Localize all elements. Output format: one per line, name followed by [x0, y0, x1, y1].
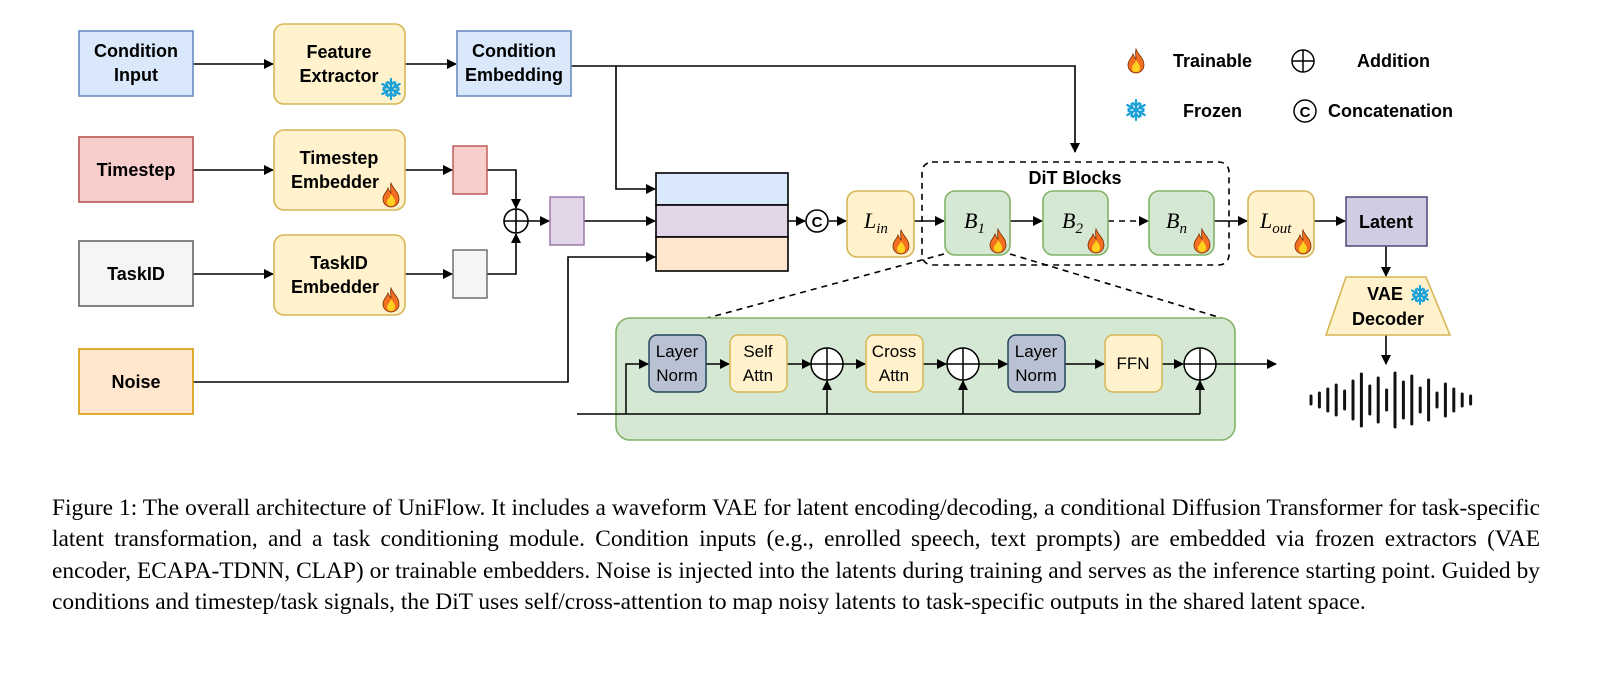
arrow-embedding-to-stack: [615, 66, 656, 194]
svg-text:Embedder: Embedder: [291, 172, 379, 192]
add-node-2: [946, 347, 980, 381]
l-in-box: Lin: [846, 190, 915, 258]
addition-legend-icon: [1291, 49, 1315, 73]
svg-text:FFN: FFN: [1116, 354, 1149, 373]
svg-text:Input: Input: [114, 65, 158, 85]
dit-block-b1: B1: [944, 190, 1011, 256]
svg-text:Trainable: Trainable: [1173, 51, 1252, 71]
svg-text:Self: Self: [743, 342, 773, 361]
add-node-3: [1183, 347, 1217, 381]
connectors: [193, 59, 1391, 383]
arrow-input-to-layernorm1: [625, 359, 649, 414]
concat-node: C: [805, 209, 829, 233]
svg-text:Embedding: Embedding: [465, 65, 563, 85]
dit-block-bn: Bn: [1148, 190, 1215, 256]
detail-connectors: [577, 359, 1277, 415]
self-attn-box: Self Attn: [729, 334, 788, 393]
svg-text:Noise: Noise: [111, 372, 160, 392]
svg-text:Condition: Condition: [472, 41, 556, 61]
summed-token: [549, 196, 585, 246]
svg-text:C: C: [1300, 104, 1311, 121]
arrow-embedding-to-dit: [571, 65, 1080, 153]
vae-decoder-box: VAE Decoder: [1324, 276, 1452, 336]
svg-text:VAE: VAE: [1367, 284, 1403, 304]
architecture-diagram: Condition Input Timestep TaskID Noise Fe…: [78, 23, 1473, 441]
svg-text:Layer: Layer: [1015, 342, 1058, 361]
arrow-taskid-token-to-add: [487, 233, 521, 275]
svg-text:Latent: Latent: [1359, 212, 1413, 232]
svg-text:TaskID: TaskID: [107, 264, 165, 284]
add-node-1: [810, 347, 844, 381]
svg-text:DiT Blocks: DiT Blocks: [1028, 168, 1121, 188]
legend: Trainable Addition Frozen C Concatenatio…: [1124, 48, 1453, 123]
zoom-line-left: [699, 253, 945, 321]
noise-box: Noise: [78, 348, 194, 415]
svg-text:Concatenation: Concatenation: [1328, 101, 1453, 121]
waveform-output: [1309, 371, 1473, 429]
svg-text:Timestep: Timestep: [97, 160, 176, 180]
svg-text:C: C: [812, 214, 823, 231]
svg-text:Norm: Norm: [656, 366, 698, 385]
figure-caption: Figure 1: The overall architecture of Un…: [52, 495, 1540, 616]
svg-text:Attn: Attn: [743, 366, 773, 385]
taskid-embedder-box: TaskID Embedder: [273, 234, 406, 316]
layer-norm-2-box: Layer Norm: [1007, 334, 1066, 393]
timestep-token: [452, 145, 488, 195]
trainable-flame-icon: [1127, 48, 1145, 74]
svg-text:Embedder: Embedder: [291, 277, 379, 297]
cross-attn-box: Cross Attn: [865, 334, 924, 393]
svg-text:Lin: Lin: [863, 208, 888, 237]
timestep-embedder-box: Timestep Embedder: [273, 129, 406, 211]
svg-text:Bn: Bn: [1166, 208, 1187, 237]
dit-block-b2: B2: [1042, 190, 1109, 256]
input-sequence-stack: [655, 172, 789, 272]
svg-text:Layer: Layer: [656, 342, 699, 361]
svg-text:Norm: Norm: [1015, 366, 1057, 385]
frozen-snowflake-icon: [1124, 98, 1148, 122]
zoom-line-right: [1009, 253, 1229, 321]
svg-text:B2: B2: [1062, 208, 1083, 237]
dit-blocks-group: DiT Blocks: [921, 161, 1230, 266]
layer-norm-1-box: Layer Norm: [648, 334, 707, 393]
svg-text:Frozen: Frozen: [1183, 101, 1242, 121]
taskid-box: TaskID: [78, 240, 194, 307]
svg-text:Lout: Lout: [1259, 208, 1292, 237]
ffn-box: FFN: [1104, 334, 1163, 393]
svg-text:Extractor: Extractor: [299, 66, 378, 86]
condition-embedding-box: Condition Embedding: [456, 30, 572, 97]
concatenation-legend-icon: C: [1293, 99, 1317, 123]
svg-text:B1: B1: [964, 208, 985, 237]
svg-text:Attn: Attn: [879, 366, 909, 385]
feature-extractor-box: Feature Extractor: [273, 23, 406, 105]
svg-text:Timestep: Timestep: [300, 148, 379, 168]
arrow-noise-to-stack: [193, 252, 656, 383]
timestep-box: Timestep: [78, 136, 194, 203]
taskid-token: [452, 249, 488, 299]
svg-text:Addition: Addition: [1357, 51, 1430, 71]
svg-text:Condition: Condition: [94, 41, 178, 61]
latent-box: Latent: [1345, 196, 1428, 247]
svg-text:TaskID: TaskID: [310, 253, 368, 273]
svg-text:Decoder: Decoder: [1352, 309, 1424, 329]
condition-input-box: Condition Input: [78, 30, 194, 97]
arrow-timestep-token-to-add: [487, 169, 521, 209]
addition-node: [503, 208, 529, 234]
svg-text:Feature: Feature: [306, 42, 371, 62]
l-out-box: Lout: [1247, 190, 1315, 258]
svg-text:Cross: Cross: [872, 342, 916, 361]
